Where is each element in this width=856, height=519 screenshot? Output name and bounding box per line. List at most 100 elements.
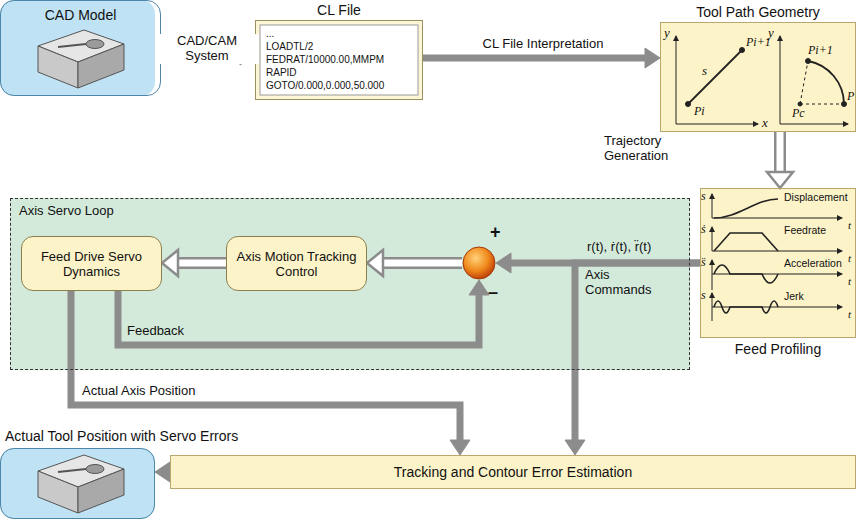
arrow-head: [496, 253, 511, 273]
box-fills: [0, 448, 155, 519]
junction-circle: [463, 247, 495, 279]
arrow-head: [565, 440, 585, 455]
summing-junction: +–: [462, 246, 496, 280]
plot-label: s: [701, 190, 706, 204]
arrow-shaft: [382, 260, 462, 267]
arrow-head: [162, 250, 178, 276]
axis-label: P: [847, 90, 854, 104]
edge-label: Feedback: [125, 324, 186, 339]
circular-path-plot: [842, 102, 847, 107]
axis-label: y: [664, 26, 670, 41]
node-text: Axis Motion Tracking Control: [227, 249, 366, 279]
axis-label: Pi+1: [808, 44, 833, 58]
edge-label: CAD/CAM System: [155, 34, 259, 64]
node-text: Actual Tool Position with Servo Errors: [5, 428, 238, 444]
circular-path-plot: [780, 36, 781, 124]
workpiece-block: [38, 46, 78, 88]
circular-path-plot: [798, 102, 802, 106]
axis-label: s: [702, 64, 707, 79]
linear-path-plot: [686, 102, 691, 107]
circular-path-plot: [806, 59, 811, 64]
linear-path-plot: [740, 48, 745, 53]
flow-arrow: [367, 250, 462, 276]
circular-path-plot: [780, 124, 848, 125]
workpiece-block: [58, 44, 86, 47]
arrow-shaft: [777, 132, 784, 173]
node-text: Tracking and Contour Error Estimation: [388, 464, 638, 480]
circular-path-plot: [780, 36, 848, 124]
feed-profile-plots: [714, 233, 778, 251]
plot-label: ṡ: [701, 223, 706, 237]
signal-label: Axis Commands: [585, 268, 649, 298]
workpiece-block: [86, 465, 104, 474]
arrow-head: [367, 250, 383, 276]
arrow-shaft: [575, 263, 700, 441]
box-fills: [10, 198, 690, 370]
box-fills: [700, 188, 856, 338]
node-text: FEDRAT/10000.00,MMPM: [256, 53, 422, 66]
node-text: –: [488, 282, 498, 303]
plot-label: s⃛: [701, 289, 715, 303]
plot-label: t: [848, 219, 851, 232]
node-text: ...: [256, 27, 422, 40]
linear-path-plot: [676, 36, 758, 124]
arrow-shaft: [423, 55, 646, 62]
flow-arrow: [767, 132, 793, 188]
node-text: Feed Profiling: [701, 341, 855, 357]
node-text: Axis Servo Loop: [11, 199, 122, 222]
feed-profile-plots: [712, 194, 713, 218]
feed-profile-plots: [712, 218, 842, 219]
arrow-head: [450, 440, 470, 455]
arrow-shaft: [71, 291, 460, 441]
flow-arrow: [155, 462, 170, 482]
feed-profile-plots: [712, 227, 713, 251]
circular-path-plot: [800, 61, 844, 104]
node-text: CAD Model: [1, 1, 160, 23]
arrow-shaft: [774, 132, 786, 173]
flow-arrow: [162, 250, 226, 276]
plot-label: s̈: [701, 256, 706, 270]
workpiece-block: [58, 469, 86, 472]
junction-symbol: [462, 246, 496, 280]
workpiece-block: [86, 40, 104, 49]
workpiece-block: [38, 30, 124, 88]
node-text: Tool Path Geometry: [661, 4, 855, 20]
process-box: Feed Drive Servo Dynamics: [21, 236, 162, 291]
node-text: RAPID: [256, 66, 422, 79]
plot-label: t: [848, 308, 851, 321]
arrow-head: [767, 172, 793, 188]
node-text: GOTO/0.000,0.000,50.000: [256, 79, 422, 92]
node-text: Feed Drive Servo Dynamics: [22, 249, 161, 279]
arrow-shaft: [382, 257, 462, 269]
arrow-shaft: [177, 260, 226, 267]
plot-label: Acceleration: [784, 257, 842, 269]
feed-profile-plots: [714, 301, 778, 313]
node-text: +: [490, 222, 501, 243]
process-box: Axis Motion Tracking Control: [226, 236, 367, 291]
circular-path-plot: [808, 61, 844, 104]
edge-label: CL File Interpretation: [456, 37, 630, 52]
feed-profile-plots: [712, 194, 842, 321]
plot-label: Displacement: [784, 191, 848, 203]
workpiece-block: [78, 44, 124, 88]
axis-label: Pi+1: [746, 36, 771, 50]
workpiece-block: [38, 471, 78, 513]
flow-arrow: [565, 263, 700, 455]
cl-file-box: CL File...LOADTL/2FEDRAT/10000.00,MMPMRA…: [255, 20, 423, 100]
plot-label: Feedrate: [784, 224, 826, 236]
arrow-shaft: [118, 291, 479, 345]
node-text: CL File: [256, 2, 422, 18]
node-text: LOADTL/2: [256, 40, 422, 53]
cad-model-box: CAD Model: [0, 0, 161, 96]
arrow-head: [469, 280, 489, 295]
axis-label: x: [762, 116, 768, 131]
box-fills: [255, 20, 423, 100]
arrow-head: [645, 48, 660, 68]
estimation-bar: Tracking and Contour Error Estimation: [170, 455, 856, 489]
axis-label: y: [768, 26, 774, 41]
box-fills: [660, 22, 856, 132]
linear-path-plot: [676, 36, 677, 124]
workpiece-block: [38, 455, 124, 513]
